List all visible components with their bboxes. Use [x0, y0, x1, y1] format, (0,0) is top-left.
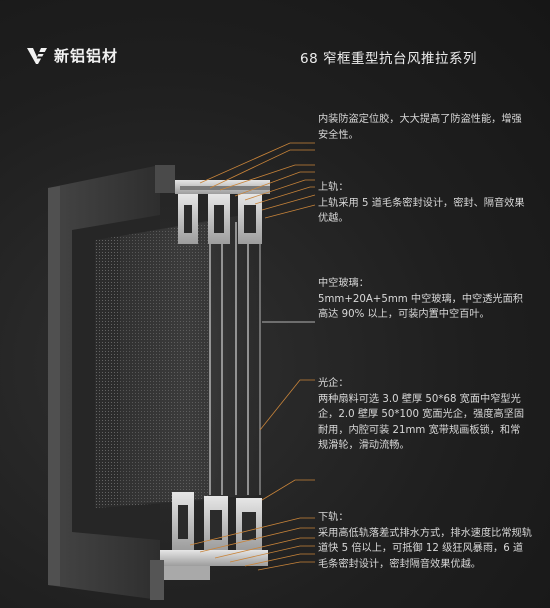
note-body: 采用高低轨落差式排水方式，排水速度比常规轨道快 5 倍以上，可抵御 12 级狂风…: [318, 527, 532, 570]
page-title: 68 窄框重型抗台风推拉系列: [300, 51, 477, 67]
note-body: 5mm+20A+5mm 中空玻璃，中空透光面积高达 90% 以上，可装内置中空百…: [318, 293, 523, 321]
brand-logo: 新铝铝材: [26, 45, 118, 66]
note-heading: 光企：: [318, 378, 349, 389]
leader-line-5d: [229, 545, 315, 563]
leader-line-4b: [261, 479, 315, 501]
leader-line-5b: [199, 527, 315, 553]
note-body: 上轨采用 5 道毛条密封设计，密封、隔音效果优越。: [318, 197, 525, 225]
glass-panels: [95, 212, 261, 508]
note-anti-theft: 内装防盗定位胶，大大提高了防盗性能，增强安全性。: [318, 112, 528, 143]
note-heading: 上轨：: [318, 182, 349, 193]
leader-lines: [189, 142, 316, 571]
leader-line-2d: [254, 186, 315, 205]
leader-line-1b: [209, 149, 315, 189]
leader-line-5e: [244, 553, 315, 567]
leader-line-5c: [214, 537, 315, 559]
leader-line-1: [199, 142, 315, 184]
leader-line-2f: [264, 204, 316, 219]
leader-line-2e: [261, 194, 316, 211]
note-body: 内装防盗定位胶，大大提高了防盗性能，增强安全性。: [318, 114, 522, 141]
ve-logo-icon: [27, 47, 47, 64]
leader-line-2: [219, 164, 315, 191]
leader-line-5f: [257, 561, 315, 571]
note-top-rail: 上轨： 上轨采用 5 道毛条密封设计，密封、隔音效果优越。: [318, 180, 528, 227]
brand-name: 新铝铝材: [54, 47, 119, 65]
bottom-rail-profile: [150, 492, 268, 600]
leader-line-4: [259, 379, 315, 431]
note-body: 两种扇料可选 3.0 壁厚 50*68 宽面中窄型光企，2.0 壁厚 50*10…: [318, 393, 525, 452]
leader-line-5: [189, 517, 315, 546]
leader-line-2b: [234, 171, 315, 197]
note-sash-profile: 光企： 两种扇料可选 3.0 壁厚 50*68 宽面中窄型光企，2.0 壁厚 5…: [318, 376, 528, 454]
top-rail-profile: [155, 165, 270, 244]
leader-line-2c: [244, 179, 315, 201]
note-hollow-glass: 中空玻璃： 5mm+20A+5mm 中空玻璃，中空透光面积高达 90% 以上，可…: [318, 276, 528, 323]
note-heading: 下轨：: [318, 512, 349, 523]
note-bottom-rail: 下轨： 采用高低轨落差式排水方式，排水速度比常规轨道快 5 倍以上，可抵御 12…: [318, 510, 533, 572]
note-heading: 中空玻璃：: [318, 278, 369, 289]
